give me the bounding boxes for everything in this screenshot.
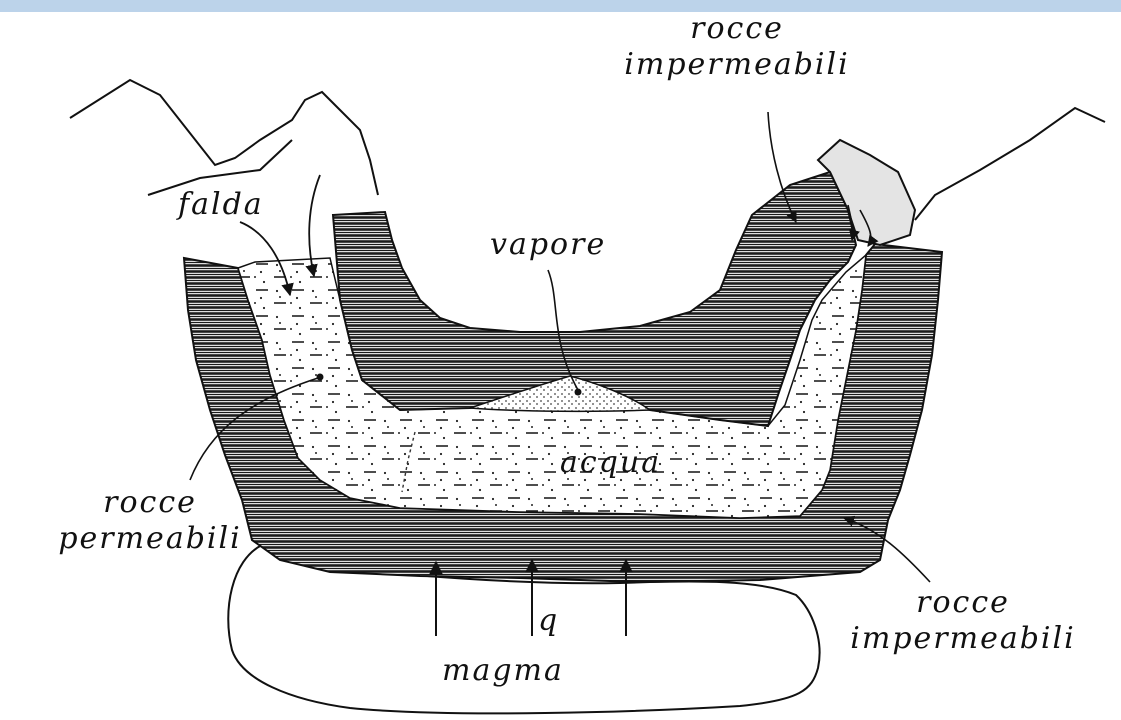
label-vapore: vapore bbox=[490, 230, 606, 260]
label-top-impermeable-rocks: rocce impermeabili bbox=[592, 14, 882, 80]
mountain-right bbox=[915, 108, 1105, 220]
label-acqua: acqua bbox=[560, 448, 661, 478]
vapore-dot bbox=[575, 389, 582, 396]
label-permeable-rocks: rocce permeabili bbox=[40, 488, 260, 554]
label-top-impermeable-line1: rocce bbox=[592, 14, 882, 44]
label-bottom-impermeable-line2: impermeabili bbox=[818, 624, 1108, 654]
label-heat-flux-q: q bbox=[538, 606, 559, 636]
banner-strip bbox=[0, 0, 1121, 12]
label-top-impermeable-line2: impermeabili bbox=[592, 50, 882, 80]
label-bottom-impermeable-rocks: rocce impermeabili bbox=[818, 588, 1108, 654]
label-bottom-impermeable-line1: rocce bbox=[818, 588, 1108, 618]
mountain-left bbox=[70, 80, 378, 195]
label-permeable-line2: permeabili bbox=[40, 524, 260, 554]
permeabili-dot bbox=[317, 374, 324, 381]
label-magma: magma bbox=[442, 656, 564, 686]
label-permeable-line1: rocce bbox=[40, 488, 260, 518]
label-falda: falda bbox=[178, 190, 264, 220]
